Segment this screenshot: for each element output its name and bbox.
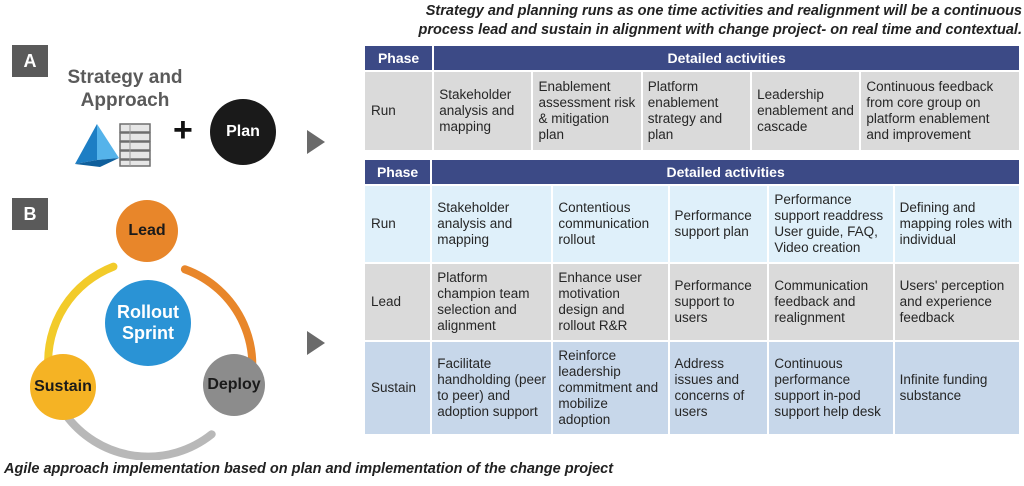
- strategy-title-line-2: Approach: [80, 90, 170, 111]
- activities-column-header: Detailed activities: [432, 160, 1019, 184]
- activity-cell: Performance support plan: [669, 186, 768, 262]
- activity-cell: Facilitate handholding (peer to peer) an…: [432, 342, 552, 434]
- arrow-right-icon: [307, 331, 325, 355]
- table-row: Lead Platform champion team selection an…: [365, 264, 1019, 340]
- table-header-row: Phase Detailed activities: [365, 160, 1019, 184]
- activities-column-header: Detailed activities: [434, 46, 1019, 70]
- table-row: Sustain Facilitate handholding (peer to …: [365, 342, 1019, 434]
- plan-circle: Plan: [210, 99, 276, 165]
- center-line-2: Sprint: [122, 323, 174, 343]
- database-icon: [119, 123, 151, 167]
- activity-cell: Leadership enablement and cascade: [752, 72, 860, 150]
- strategy-title-line-1: Strategy and: [67, 67, 183, 88]
- rollout-activities-table: Phase Detailed activities Run Stakeholde…: [363, 158, 1021, 436]
- lead-node: Lead: [116, 200, 178, 262]
- activity-cell: Enablement assessment risk & mitigation …: [533, 72, 641, 150]
- activity-cell: Stakeholder analysis and mapping: [434, 72, 532, 150]
- activity-cell: Performance support readdress User guide…: [769, 186, 893, 262]
- activity-cell: Platform champion team selection and ali…: [432, 264, 552, 340]
- phase-cell: Lead: [365, 264, 431, 340]
- table-row: Run Stakeholder analysis and mapping Con…: [365, 186, 1019, 262]
- table-header-row: Phase Detailed activities: [365, 46, 1019, 70]
- activity-cell: Reinforce leadership commitment and mobi…: [553, 342, 668, 434]
- page-heading: Strategy and planning runs as one time a…: [362, 2, 1023, 40]
- rollout-sprint-center: Rollout Sprint: [105, 280, 191, 366]
- activity-cell: Continuous feedback from core group on p…: [861, 72, 1019, 150]
- phase-cell: Run: [365, 72, 433, 150]
- strategy-activities-table: Phase Detailed activities Run Stakeholde…: [363, 44, 1021, 152]
- activity-cell: Address issues and concerns of users: [669, 342, 768, 434]
- arrow-right-icon: [307, 130, 325, 154]
- activity-cell: Contentious communication rollout: [553, 186, 668, 262]
- activity-cell: Continuous performance support in-pod su…: [769, 342, 893, 434]
- strategy-approach-title: Strategy and Approach: [60, 66, 190, 112]
- table-row: Run Stakeholder analysis and mapping Ena…: [365, 72, 1019, 150]
- heading-line-2: process lead and sustain in alignment wi…: [418, 22, 1023, 38]
- phase-cell: Run: [365, 186, 431, 262]
- activity-cell: Defining and mapping roles with individu…: [894, 186, 1019, 262]
- activity-cell: Communication feedback and realignment: [769, 264, 893, 340]
- activity-cell: Platform enablement strategy and plan: [642, 72, 751, 150]
- figure-caption: Agile approach implementation based on p…: [4, 461, 614, 477]
- center-line-1: Rollout: [117, 302, 179, 322]
- plus-sign: +: [173, 111, 193, 149]
- heading-line-1: Strategy and planning runs as one time a…: [425, 3, 1022, 19]
- sustain-node: Sustain: [30, 354, 96, 420]
- pyramid-icon: [75, 124, 119, 167]
- activity-cell: Performance support to users: [669, 264, 768, 340]
- section-a-badge: A: [12, 45, 48, 77]
- activity-cell: Infinite funding substance: [894, 342, 1019, 434]
- phase-column-header: Phase: [365, 160, 431, 184]
- activity-cell: Users' perception and experience feedbac…: [894, 264, 1019, 340]
- phase-cell: Sustain: [365, 342, 431, 434]
- section-b-badge: B: [12, 198, 48, 230]
- activity-cell: Stakeholder analysis and mapping: [432, 186, 552, 262]
- phase-column-header: Phase: [365, 46, 433, 70]
- activity-cell: Enhance user motivation design and rollo…: [553, 264, 668, 340]
- deploy-node: Deploy: [203, 354, 265, 416]
